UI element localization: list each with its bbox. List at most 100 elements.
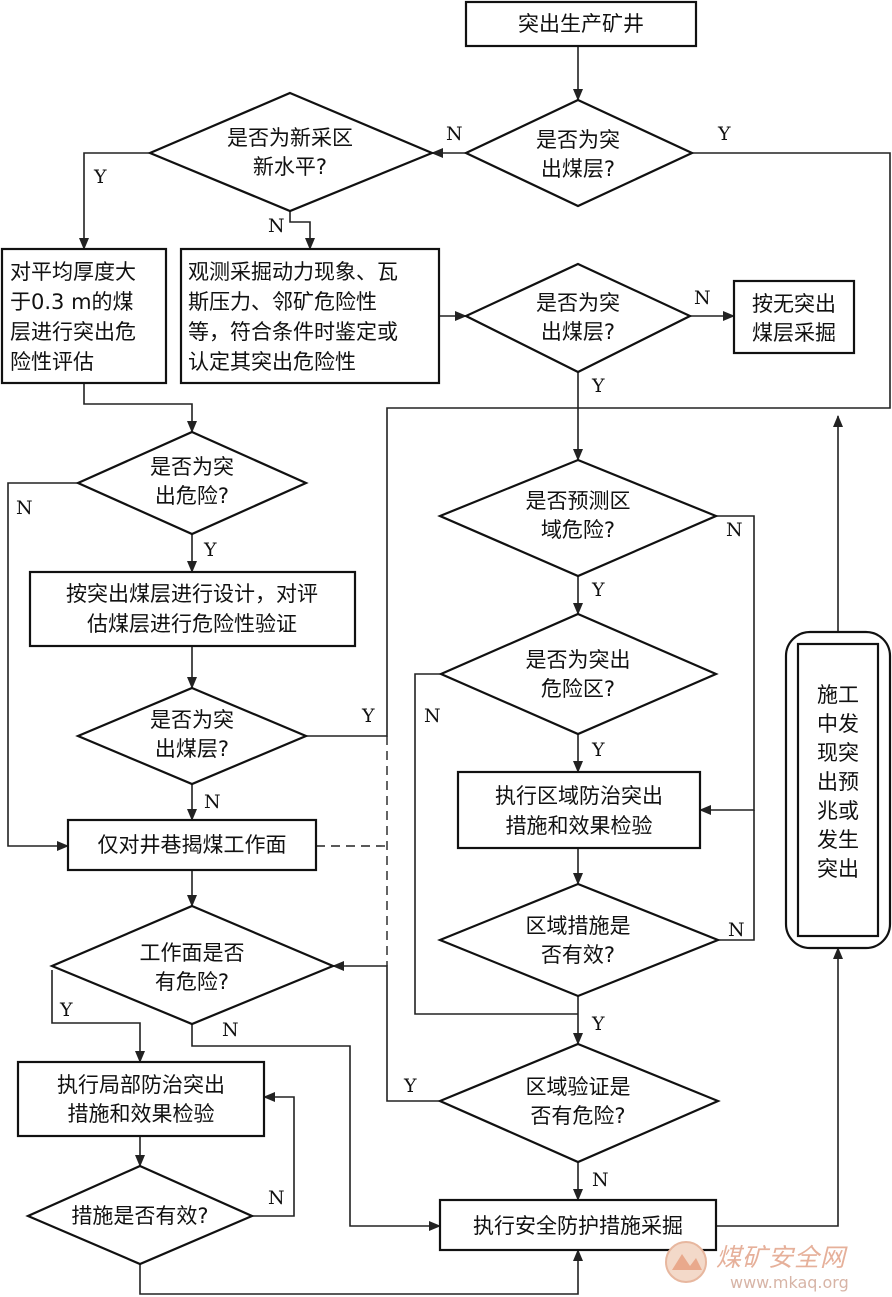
start-label: 突出生产矿井 xyxy=(518,12,644,36)
decision-measures-effective-label: 措施是否有效? xyxy=(71,1204,208,1228)
decision-face-danger-line1: 工作面是否 xyxy=(140,941,245,965)
decision-outburst-seam-2: 是否为突 出煤层? xyxy=(463,262,693,374)
construction-line2: 中发 xyxy=(817,712,859,736)
edge-danger-no xyxy=(7,482,78,851)
label-measures-no: N xyxy=(268,1187,285,1209)
label-predict-yes: Y xyxy=(591,579,605,601)
edge-safety-to-construction xyxy=(716,947,843,1227)
label-d1-no: N xyxy=(446,123,463,145)
design-box: 按突出煤层进行设计，对评 估煤层进行危险性验证 xyxy=(28,570,357,648)
decision-predict-region-line1: 是否预测区 xyxy=(526,489,631,513)
local-measures-box: 执行局部防治突出 措施和效果检验 xyxy=(16,1060,266,1138)
edge-reg-eff-no xyxy=(718,810,755,941)
decision-new-area: 是否为新采区 新水平? xyxy=(147,91,435,213)
edge-assess-to-danger xyxy=(83,383,197,433)
label-zone-yes: Y xyxy=(591,739,605,761)
label-reg-eff-no: N xyxy=(728,919,745,941)
edge-face-no xyxy=(191,1024,441,1231)
label-d2-yes: Y xyxy=(591,375,605,397)
assess-line2: 于0.3 m的煤 xyxy=(10,290,134,314)
decision-danger-zone-line2: 危险区? xyxy=(541,677,615,701)
edge-measures-yes xyxy=(139,1249,583,1295)
no-outburst-line1: 按无突出 xyxy=(752,292,836,316)
no-outburst-line2: 煤层采掘 xyxy=(752,321,836,345)
decision-outburst-seam-1-line2: 出煤层? xyxy=(541,157,615,181)
decision-danger-zone: 是否为突出 危险区? xyxy=(438,612,719,736)
decision-new-area-line2: 新水平? xyxy=(253,155,327,179)
label-verify-no: N xyxy=(592,1169,609,1191)
label-new-no: N xyxy=(268,215,285,237)
observe-line3: 等，符合条件时鉴定或 xyxy=(188,320,398,344)
label-d1-yes: Y xyxy=(717,123,731,145)
edge-new-no xyxy=(289,211,315,250)
decision-outburst-seam-3-line2: 出煤层? xyxy=(155,737,229,761)
label-reg-eff-yes: Y xyxy=(591,1013,605,1035)
decision-region-verify: 区域验证是 否有危险? xyxy=(437,1042,721,1164)
decision-region-verify-line2: 否有危险? xyxy=(530,1104,625,1128)
edge-measures-no xyxy=(252,1092,295,1217)
edge-predict-no xyxy=(699,515,755,815)
local-measures-line1: 执行局部防治突出 xyxy=(57,1073,225,1097)
construction-box: 施工 中发 现突 出预 兆或 发生 突出 xyxy=(784,630,892,950)
label-seam3-no: N xyxy=(204,791,221,813)
construction-line6: 发生 xyxy=(817,828,859,852)
watermark: 煤矿安全网 www.mkaq.org xyxy=(665,1241,849,1292)
label-predict-no: N xyxy=(726,519,743,541)
decision-danger-zone-line1: 是否为突出 xyxy=(526,648,631,672)
assess-line1: 对平均厚度大 xyxy=(10,260,136,284)
label-seam3-yes: Y xyxy=(361,705,375,727)
label-face-yes: Y xyxy=(59,999,73,1021)
decision-outburst-danger: 是否为突 出危险? xyxy=(75,430,309,536)
label-face-no: N xyxy=(222,1019,239,1041)
construction-line3: 现突 xyxy=(817,741,859,765)
decision-outburst-danger-line2: 出危险? xyxy=(155,484,229,508)
local-measures-line2: 措施和效果检验 xyxy=(68,1102,215,1126)
label-new-yes: Y xyxy=(93,166,107,188)
edge-d1-yes xyxy=(578,152,891,409)
decision-new-area-line1: 是否为新采区 xyxy=(227,126,353,150)
label-verify-yes: Y xyxy=(403,1075,417,1097)
decision-outburst-seam-2-line1: 是否为突 xyxy=(536,291,620,315)
construction-line5: 兆或 xyxy=(817,799,859,823)
observe-line4: 认定其突出危险性 xyxy=(188,350,356,374)
decision-outburst-seam-3: 是否为突 出煤层? xyxy=(75,686,309,786)
edge-seam3-yes xyxy=(306,407,578,737)
safety-box: 执行安全防护措施采掘 xyxy=(438,1198,718,1252)
watermark-url: www.mkaq.org xyxy=(730,1273,849,1292)
decision-face-danger-line2: 有危险? xyxy=(155,970,229,994)
decision-outburst-seam-3-line1: 是否为突 xyxy=(150,708,234,732)
label-danger-yes: Y xyxy=(203,539,217,561)
decision-regional-effective: 区域措施是 否有效? xyxy=(437,882,721,998)
decision-outburst-danger-line1: 是否为突 xyxy=(150,455,234,479)
design-line2: 估煤层进行危险性验证 xyxy=(87,612,297,636)
edge-verify-yes xyxy=(332,961,440,1102)
regional-measures-line2: 措施和效果检验 xyxy=(506,814,653,838)
design-line1: 按突出煤层进行设计，对评 xyxy=(66,582,318,606)
observe-line2: 斯压力、邻矿危险性 xyxy=(188,290,377,314)
observe-line1: 观测采掘动力现象、瓦 xyxy=(188,260,398,284)
assess-line3: 层进行突出危 xyxy=(10,320,136,344)
decision-outburst-seam-1-line1: 是否为突 xyxy=(536,128,620,152)
decision-face-danger: 工作面是否 有危险? xyxy=(49,904,336,1026)
decision-outburst-seam-1: 是否为突 出煤层? xyxy=(463,98,695,208)
edge-new-yes xyxy=(79,152,150,250)
edge-zone-no xyxy=(414,673,578,1015)
coal-face-label: 仅对井巷揭煤工作面 xyxy=(98,833,287,857)
construction-line7: 突出 xyxy=(817,857,859,881)
safety-label: 执行安全防护措施采掘 xyxy=(473,1214,683,1238)
connectors xyxy=(7,46,891,1295)
assess-box: 对平均厚度大 于0.3 m的煤 层进行突出危 险性评估 xyxy=(0,247,168,385)
no-outburst-box: 按无突出 煤层采掘 xyxy=(732,279,856,355)
watermark-logo-icon xyxy=(665,1241,707,1283)
construction-line1: 施工 xyxy=(817,683,859,707)
start-node: 突出生产矿井 xyxy=(464,0,698,48)
label-danger-no: N xyxy=(16,497,33,519)
assess-line4: 险性评估 xyxy=(10,350,94,374)
decision-regional-effective-line1: 区域措施是 xyxy=(526,914,631,938)
decision-region-verify-line1: 区域验证是 xyxy=(526,1075,631,1099)
edge-face-yes xyxy=(51,970,145,1063)
construction-line4: 出预 xyxy=(817,770,859,794)
decision-regional-effective-line2: 否有效? xyxy=(541,943,615,967)
decision-outburst-seam-2-line2: 出煤层? xyxy=(541,320,615,344)
